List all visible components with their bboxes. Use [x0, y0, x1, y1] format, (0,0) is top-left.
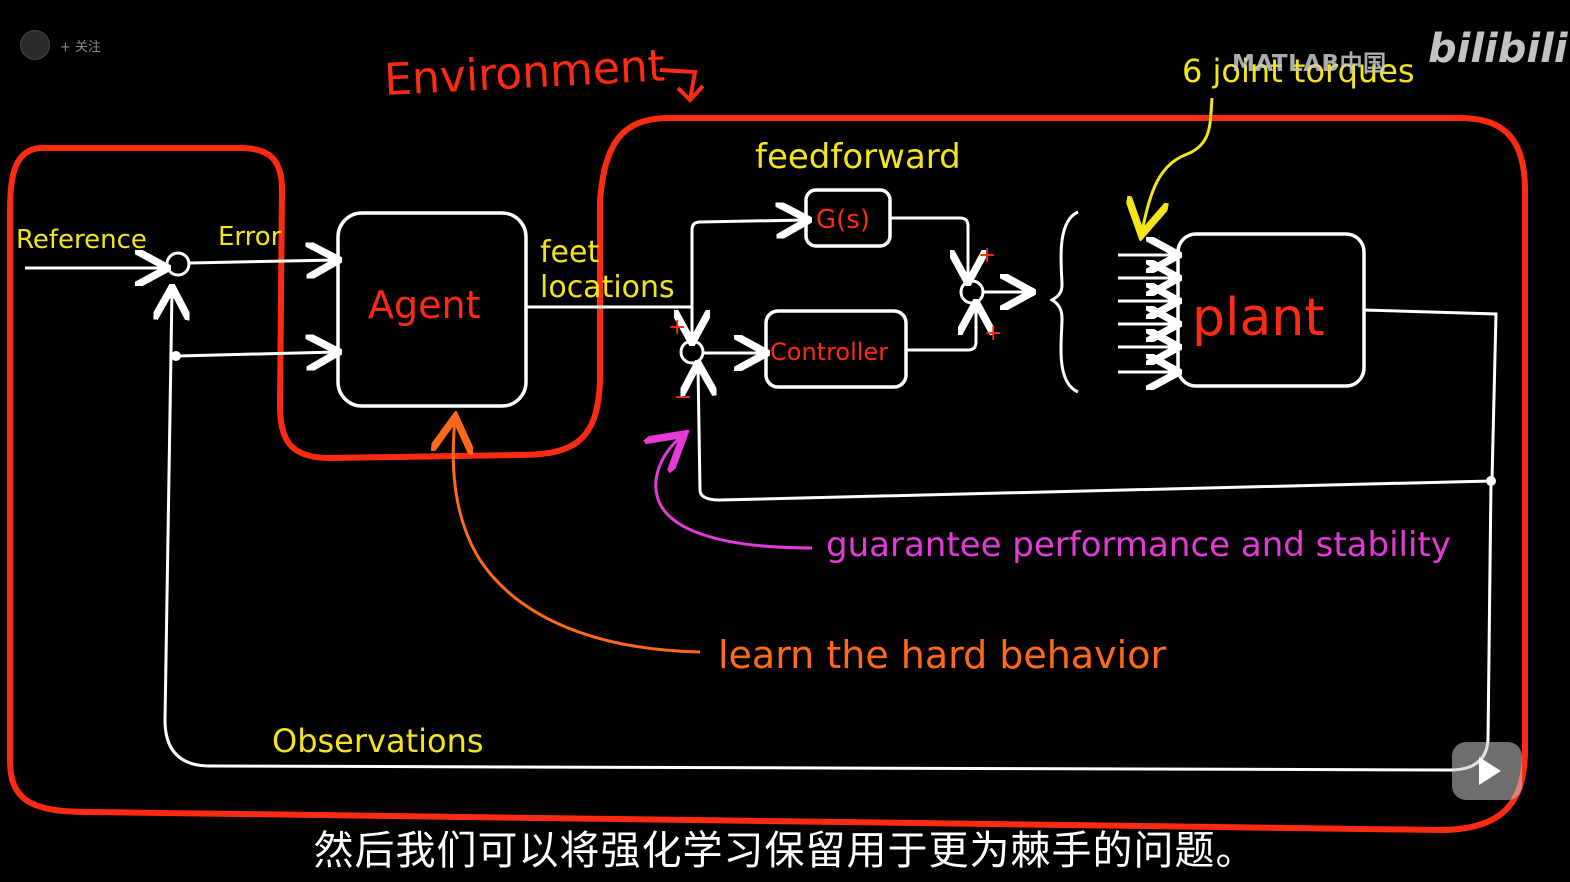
environment-boundary	[7, 115, 1528, 833]
gs-output-line	[890, 216, 968, 280]
plus-sign-2: +	[978, 243, 996, 268]
environment-arrow	[659, 68, 705, 103]
observation-branch-node	[171, 351, 181, 361]
joint-torque-arrows	[1118, 255, 1176, 372]
subtitle: 然后我们可以将强化学习保留用于更为棘手的问题。	[313, 828, 1257, 874]
uploader-avatar[interactable]	[20, 30, 50, 60]
controller-label: Controller	[770, 338, 888, 366]
brace	[1049, 210, 1079, 394]
joint-torques-arrow	[1142, 97, 1214, 232]
bilibili-logo: bilibili	[1428, 26, 1568, 72]
learn-label: learn the hard behavior	[718, 633, 1166, 677]
plus-sign-1: +	[668, 315, 686, 340]
minus-sign-1: −	[674, 385, 692, 410]
summing-junction-1	[165, 251, 191, 277]
gs-label: G(s)	[816, 205, 870, 235]
observation-to-agent-arrow	[177, 352, 336, 356]
feedforward-path	[690, 220, 806, 307]
guarantee-arrow	[656, 436, 813, 550]
reference-label: Reference	[16, 225, 147, 255]
uploader-follow[interactable]: + 关注	[20, 30, 101, 60]
joint-torques-label: 6 joint torques	[1182, 52, 1415, 90]
controller-output-line	[906, 305, 976, 352]
agent-box	[336, 211, 528, 408]
error-arrow	[189, 260, 336, 263]
channel-watermark: MATLAB中国	[1232, 51, 1387, 77]
guarantee-label: guarantee performance and stability	[826, 525, 1451, 565]
plant-label: plant	[1192, 288, 1325, 348]
locations-label: locations	[540, 270, 675, 305]
plant-output-line	[1363, 308, 1498, 481]
follow-button[interactable]: + 关注	[60, 39, 102, 55]
play-button[interactable]	[1452, 742, 1522, 800]
plus-sign-3: +	[984, 321, 1002, 346]
error-label: Error	[218, 222, 282, 252]
observations-label: Observations	[272, 722, 484, 760]
summing-junction-3	[959, 279, 985, 305]
feet-label: feet	[540, 235, 599, 270]
agent-label: Agent	[368, 283, 480, 327]
environment-label: Environment	[383, 40, 666, 106]
summing-junction-2	[679, 339, 705, 365]
learn-arrow	[453, 420, 701, 654]
inner-feedback-path	[698, 366, 1492, 502]
play-icon	[1479, 757, 1501, 785]
feedforward-label: feedforward	[755, 137, 961, 177]
